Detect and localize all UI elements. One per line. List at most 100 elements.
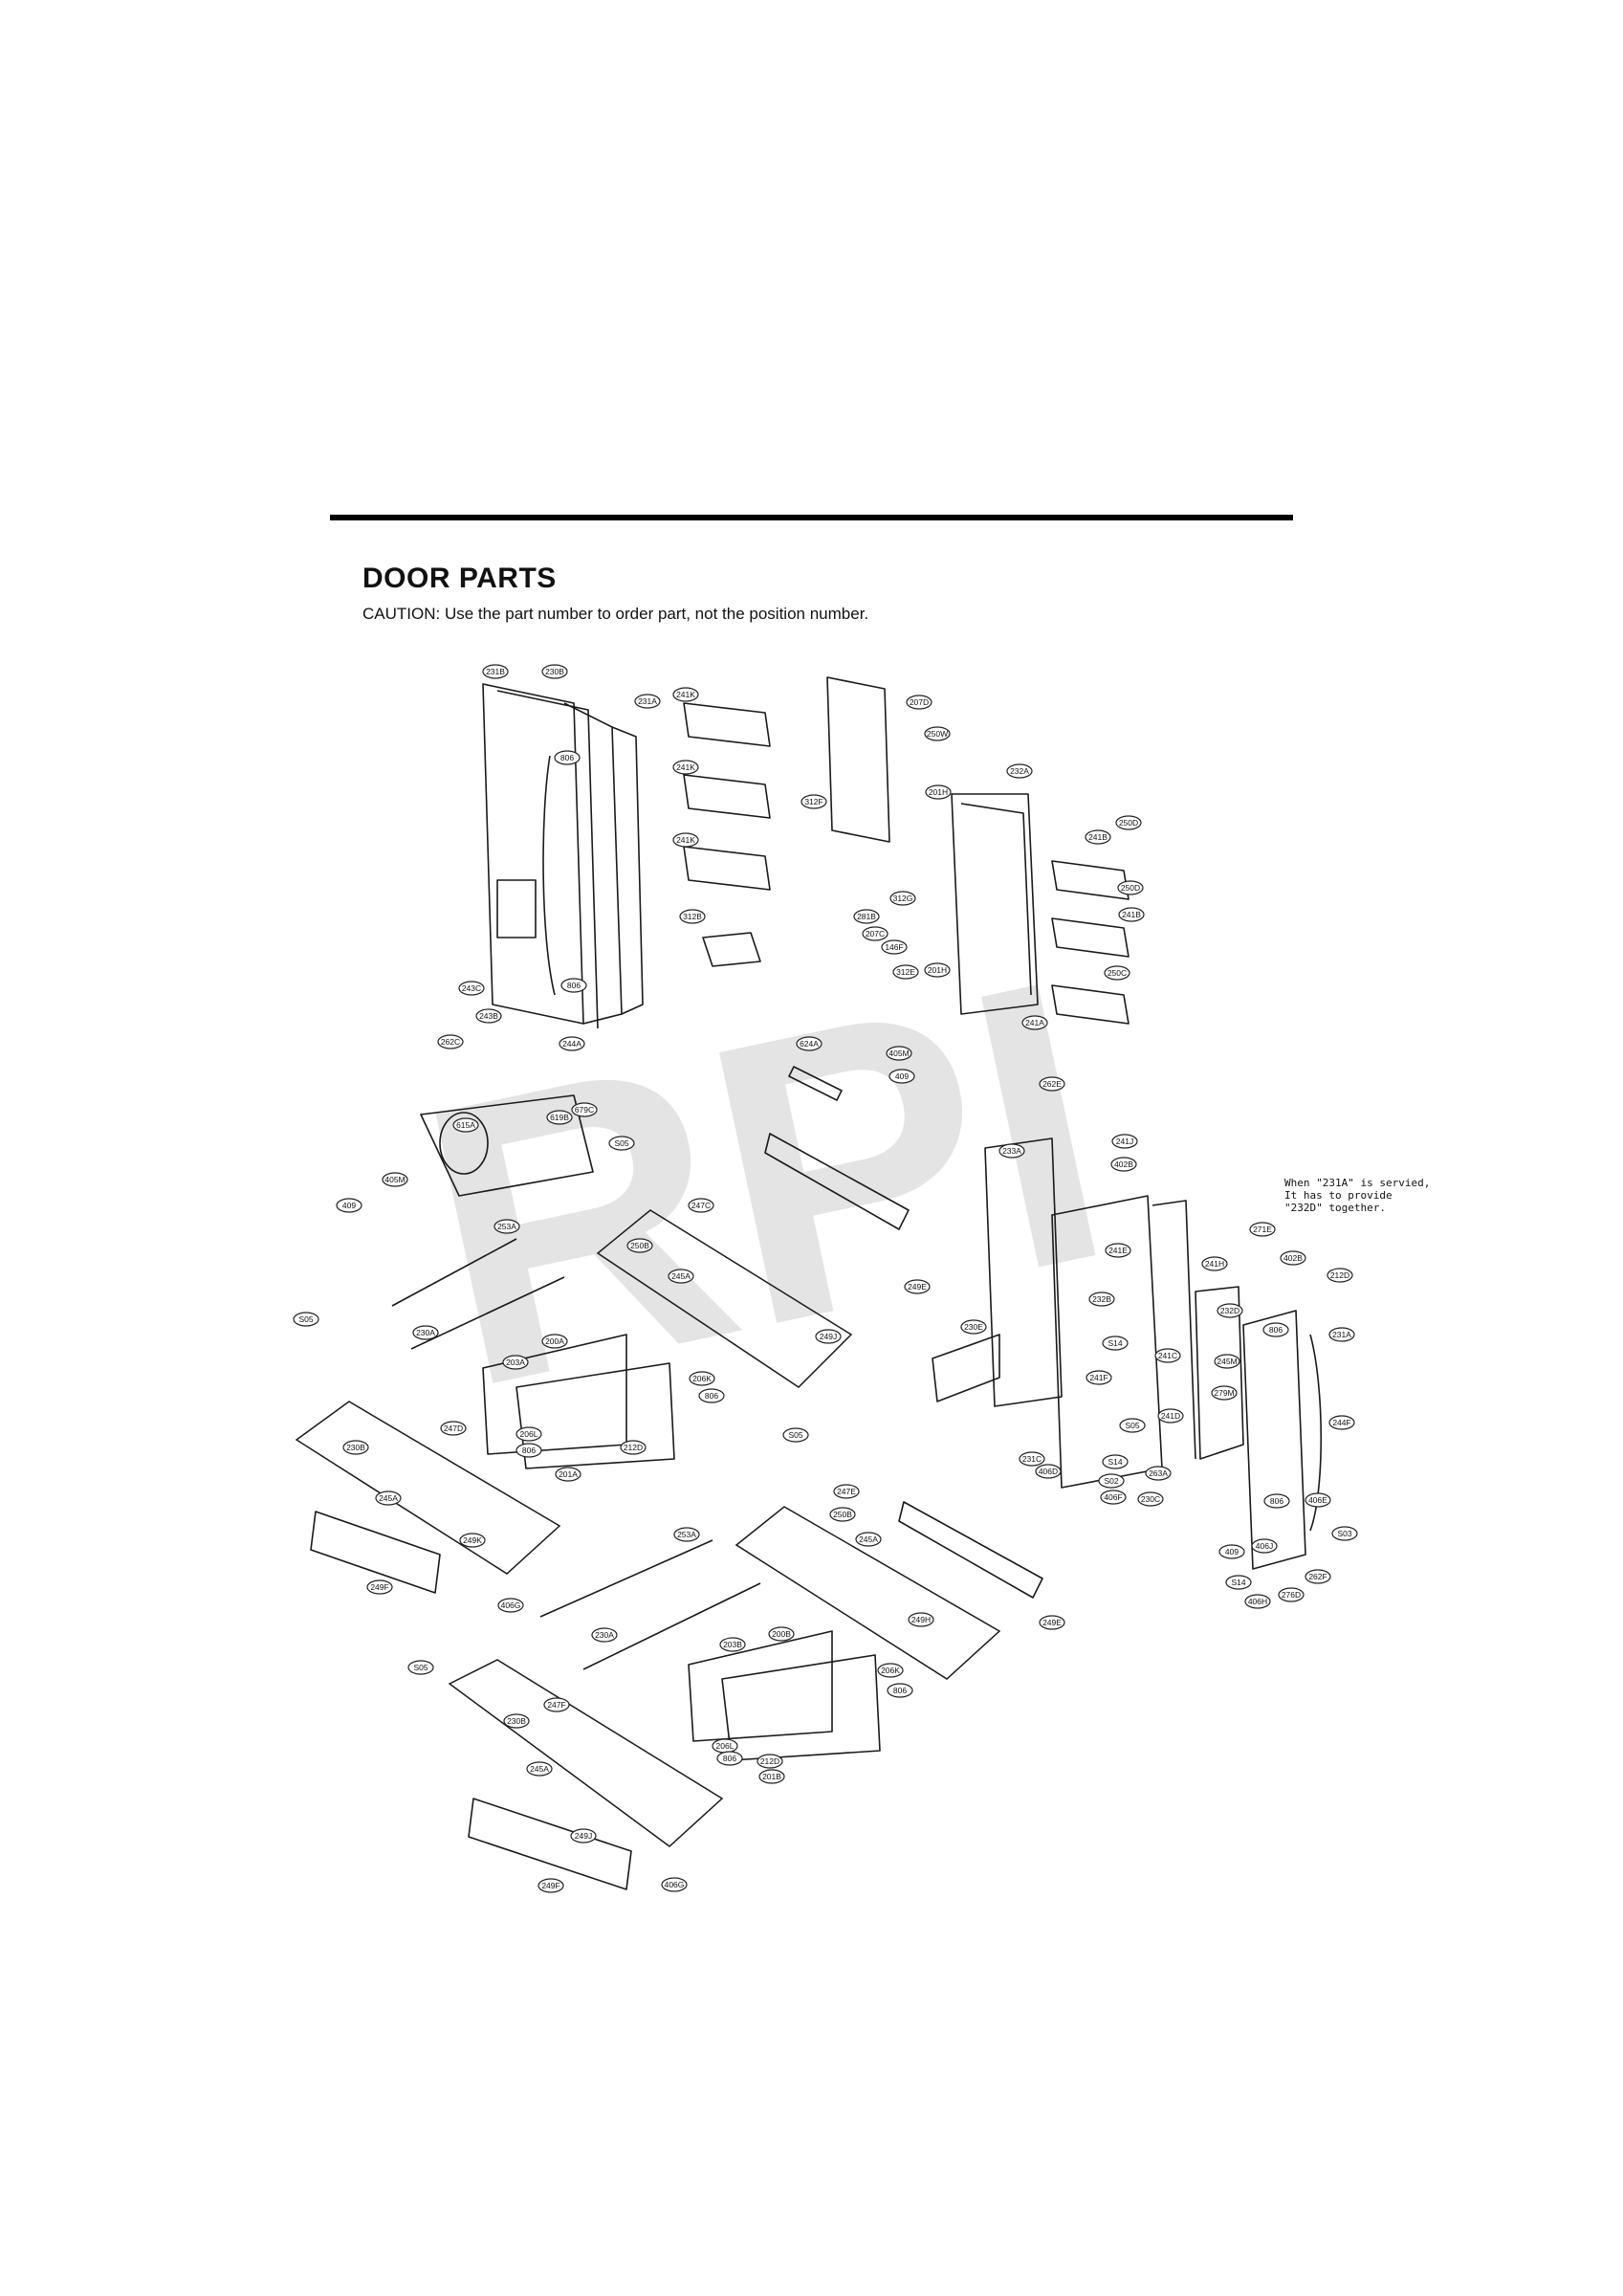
part-callout: 276D xyxy=(1278,1587,1305,1602)
part-callout-label: 245A xyxy=(379,1493,398,1503)
part-callout: 406G xyxy=(661,1877,688,1892)
part-callout: S05 xyxy=(407,1660,434,1675)
door-bins-left xyxy=(683,702,771,967)
part-callout-label: 245M xyxy=(1217,1357,1237,1366)
part-callout: 241K xyxy=(672,832,699,848)
part-callout: 245A xyxy=(526,1761,553,1777)
note-line-3: "232D" together. xyxy=(1284,1202,1386,1214)
part-callout-label: 207D xyxy=(910,697,929,707)
part-callout: 806 xyxy=(1262,1322,1289,1337)
part-callout-label: S03 xyxy=(1337,1529,1351,1538)
part-callout: 212D xyxy=(1327,1268,1353,1283)
part-callout-label: 615A xyxy=(456,1120,475,1130)
part-callout-label: 249J xyxy=(820,1332,837,1341)
part-callout-label: 249E xyxy=(1042,1618,1062,1627)
part-callout-label: 232D xyxy=(1220,1306,1239,1315)
part-callout-label: 406D xyxy=(1039,1467,1058,1476)
part-callout: 241D xyxy=(1157,1408,1184,1424)
part-callout-label: 312E xyxy=(896,967,915,977)
part-callout: 203B xyxy=(719,1637,746,1652)
caution-text: CAUTION: Use the part number to order pa… xyxy=(362,605,869,623)
part-callout: 232A xyxy=(1006,763,1033,779)
part-callout: 206L xyxy=(712,1738,738,1754)
part-callout-label: 241D xyxy=(1161,1411,1180,1421)
part-callout-label: 806 xyxy=(705,1391,718,1401)
note-line-1: When "231A" is servied, xyxy=(1284,1177,1431,1189)
drawer-set-3 xyxy=(448,1659,724,1890)
part-callout: 247E xyxy=(833,1484,860,1499)
part-callout: 406E xyxy=(1305,1492,1331,1508)
part-callout: 241E xyxy=(1105,1243,1131,1258)
part-callout: 206K xyxy=(877,1663,904,1678)
part-callout: 406G xyxy=(497,1598,524,1613)
part-callout-label: 281B xyxy=(857,912,876,921)
part-callout-label: 231A xyxy=(638,696,657,706)
part-callout: 615A xyxy=(452,1117,479,1133)
water-components xyxy=(420,1066,843,1197)
part-callout: 245A xyxy=(668,1269,694,1284)
part-callout: 806 xyxy=(698,1388,725,1403)
part-callout-label: S05 xyxy=(1125,1421,1139,1430)
part-callout-label: 232B xyxy=(1092,1294,1111,1304)
part-callout-label: 250D xyxy=(1121,883,1140,893)
part-callout: 244F xyxy=(1328,1415,1355,1430)
part-callout-label: 806 xyxy=(723,1754,736,1763)
part-callout: 281B xyxy=(853,909,880,924)
part-callout-label: S14 xyxy=(1231,1578,1245,1587)
part-callout: 402B xyxy=(1280,1250,1306,1266)
part-callout-label: 241K xyxy=(676,690,695,699)
part-callout-label: 212D xyxy=(624,1443,643,1452)
page-title: DOOR PARTS xyxy=(362,563,557,594)
part-callout-label: 406G xyxy=(665,1880,685,1889)
part-callout: 249E xyxy=(904,1279,931,1294)
part-callout: 806 xyxy=(887,1683,913,1698)
part-callout-label: 241B xyxy=(1122,910,1141,919)
part-callout: 241K xyxy=(672,687,699,702)
part-callout-label: 241K xyxy=(676,762,695,772)
part-callout-label: 406F xyxy=(1104,1492,1122,1502)
part-callout-label: 262F xyxy=(1308,1572,1327,1581)
part-callout-label: 250D xyxy=(1119,818,1138,828)
part-callout-label: 262C xyxy=(441,1037,460,1047)
part-callout-label: 241K xyxy=(676,835,695,845)
part-callout: 241B xyxy=(1118,907,1145,922)
part-callout-label: 207C xyxy=(866,929,885,938)
part-callout-label: 312G xyxy=(893,894,913,903)
part-callout-label: 262E xyxy=(1042,1079,1062,1089)
part-callout-label: 243C xyxy=(462,983,481,993)
part-callout-label: 231A xyxy=(1332,1330,1351,1339)
part-callout-label: 241C xyxy=(1158,1351,1177,1360)
part-callout: 247C xyxy=(688,1198,714,1213)
part-callout: 247D xyxy=(440,1421,467,1436)
part-callout-label: 250B xyxy=(630,1241,649,1250)
part-callout-label: 241B xyxy=(1088,832,1108,842)
part-callout: 253A xyxy=(493,1219,520,1234)
part-callout-label: 241F xyxy=(1089,1373,1108,1382)
part-callout-label: 230A xyxy=(595,1630,614,1640)
part-callout-label: 206K xyxy=(692,1374,712,1383)
service-note: When "231A" is servied, It has to provid… xyxy=(1284,1177,1430,1214)
part-callout: 231C xyxy=(1019,1451,1045,1467)
part-callout-label: 233A xyxy=(1002,1146,1021,1156)
part-callout: 250D xyxy=(1115,815,1142,830)
part-callout-label: 230B xyxy=(507,1716,526,1726)
part-callout-label: 405M xyxy=(384,1175,405,1184)
part-callout-label: 409 xyxy=(895,1071,909,1081)
part-callout-label: 806 xyxy=(1270,1496,1283,1506)
part-callout: 241H xyxy=(1201,1256,1228,1271)
part-callout-label: 212D xyxy=(1330,1270,1349,1280)
part-callout-label: 406J xyxy=(1256,1541,1273,1551)
part-callout-label: 231B xyxy=(486,667,505,676)
part-callout: 253A xyxy=(673,1527,700,1542)
part-callout-label: 244A xyxy=(562,1039,581,1049)
part-callout: 230B xyxy=(342,1440,369,1455)
part-callout: 206K xyxy=(689,1371,715,1386)
part-callout: 406H xyxy=(1244,1594,1271,1609)
watermark-logo: RPI xyxy=(391,894,1139,1472)
part-callout-label: 230A xyxy=(416,1328,435,1337)
part-callout-label: 249H xyxy=(911,1615,931,1624)
part-callout: 249J xyxy=(570,1828,597,1843)
part-callout: S05 xyxy=(1119,1418,1146,1433)
part-callout: 406D xyxy=(1035,1464,1062,1479)
